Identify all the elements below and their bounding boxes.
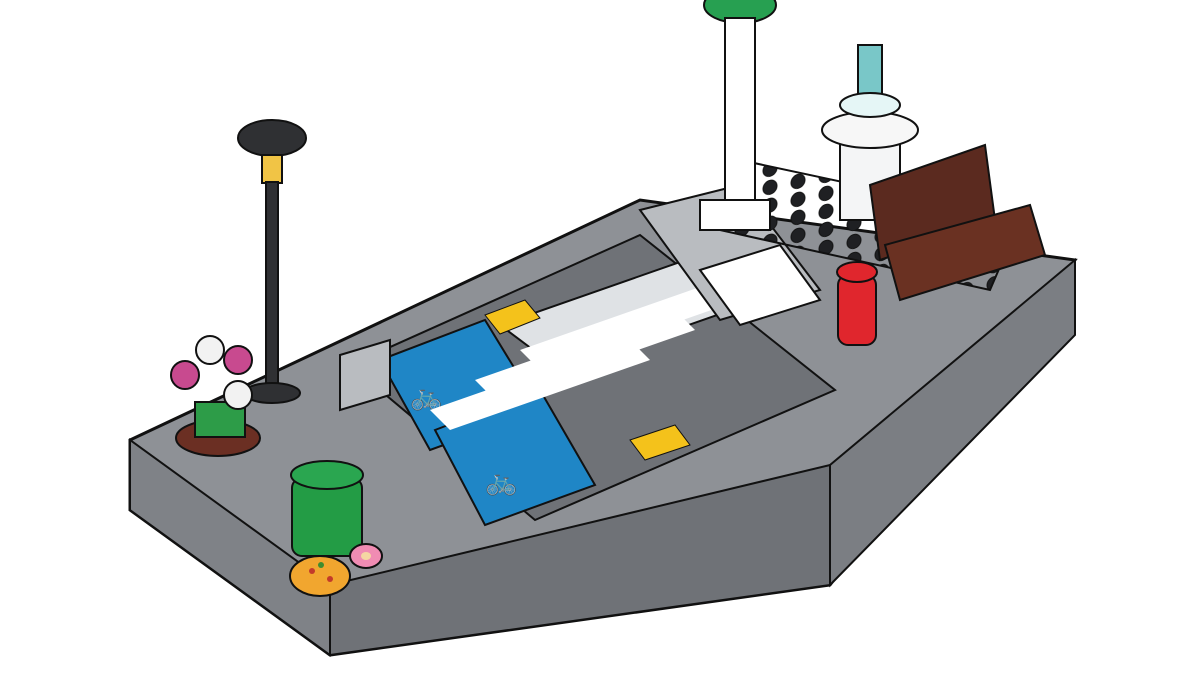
newspaper-box [868,143,1047,302]
yellow-marker-2 [629,424,691,461]
flower-planter [170,335,261,457]
pizza [289,555,351,597]
green-trash-bin [290,460,364,557]
curb [339,183,822,412]
bike-icon: 🚲 [485,466,517,496]
donut [349,543,383,569]
bike-icon: 🚲 [410,381,442,411]
street-lamp-with-green-shade [699,0,777,231]
yellow-marker-1 [484,299,541,335]
street-lamp [237,119,307,404]
crosswalk [430,253,763,430]
red-fire-hydrant [836,261,878,346]
